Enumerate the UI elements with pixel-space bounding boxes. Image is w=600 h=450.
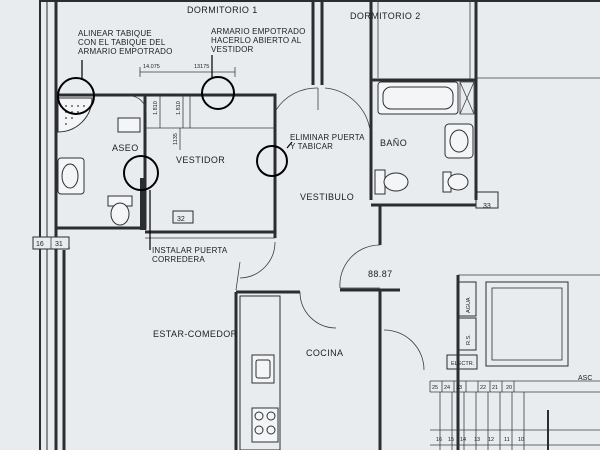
stair-step-14: 14 [460, 437, 466, 443]
aseo-fixtures [57, 97, 141, 226]
room-estar-comedor: ESTAR-COMEDOR [153, 329, 238, 339]
note-armario-line-3: VESTIDOR [211, 45, 254, 54]
stair-step-15: 15 [448, 437, 454, 443]
room-dormitorio-2: DORMITORIO 2 [350, 11, 421, 21]
area-label: 88.87 [368, 269, 393, 279]
bano-walls [371, 77, 600, 207]
note-alinear-line-3: ARMARIO EMPOTRADO [78, 47, 173, 56]
dimension-lines [139, 67, 236, 150]
markers: 32 33 16 31 [32, 203, 491, 250]
note-instalar-line-1: INSTALAR PUERTA [152, 246, 228, 255]
room-agua: AGUA [466, 297, 472, 313]
room-electr: ELECTR. [451, 361, 475, 367]
room-aseo: ASEO [112, 143, 139, 153]
stair-step-22: 22 [480, 385, 486, 391]
room-labels: DORMITORIO 1 DORMITORIO 2 ASEO VESTIDOR … [112, 5, 592, 382]
left-facade [39, 0, 70, 450]
annotation-notes: ALINEAR TABIQUE CON EL TABIQUE DEL ARMAR… [78, 27, 365, 264]
room-cocina: COCINA [306, 348, 343, 358]
dimension-14075: 14.075 [143, 64, 160, 70]
dimension-texts: 14.075 13175 1.810 1.810 1135 88.87 [143, 64, 393, 279]
stair-step-21: 21 [492, 385, 498, 391]
marker-33: 33 [483, 203, 491, 210]
dimension-1135: 1135 [173, 133, 179, 145]
note-eliminar-line-1: ELIMINAR PUERTA [290, 133, 365, 142]
vestibulo-walls [234, 205, 400, 450]
stair-step-12: 12 [488, 437, 494, 443]
room-rs: R.S. [466, 334, 472, 345]
note-eliminar-line-2: Y TABICAR [290, 142, 333, 151]
marker-31: 31 [55, 241, 63, 248]
top-walls [40, 0, 600, 200]
markup-circles [57, 55, 293, 250]
marker-16: 16 [36, 241, 44, 248]
stair-step-24: 24 [444, 385, 450, 391]
dimension-1810-b: 1.810 [176, 101, 182, 115]
note-armario-line-1: ARMARIO EMPOTRADO [211, 27, 306, 36]
note-alinear-line-1: ALINEAR TABIQUE [78, 29, 152, 38]
marker-32: 32 [177, 216, 185, 223]
dimension-13175: 13175 [194, 64, 209, 70]
aseo-vestidor-walls [56, 93, 277, 239]
room-dormitorio-1: DORMITORIO 1 [187, 5, 258, 15]
note-armario-line-2: HACERLO ABIERTO AL [211, 36, 302, 45]
stair-step-20: 20 [506, 385, 512, 391]
doors [129, 87, 425, 371]
stair-numbers: 25 24 23 22 21 20 16 15 14 13 12 11 10 [432, 385, 524, 443]
room-bano: BAÑO [380, 138, 407, 148]
bano-fixtures [374, 81, 499, 209]
kitchen-fixtures [239, 295, 281, 450]
note-alinear-line-2: CON EL TABIQUE DEL [78, 38, 166, 47]
stair-step-10: 10 [518, 437, 524, 443]
stair-step-23: 23 [456, 385, 462, 391]
dimension-1810-a: 1.810 [153, 101, 159, 115]
room-asc: ASC [578, 375, 592, 382]
stair-step-25: 25 [432, 385, 438, 391]
common-area [429, 274, 600, 450]
note-instalar-line-2: CORREDERA [152, 255, 205, 264]
room-vestibulo: VESTIBULO [300, 192, 354, 202]
room-vestidor: VESTIDOR [176, 155, 225, 165]
stair-step-13: 13 [474, 437, 480, 443]
stair-step-16: 16 [436, 437, 442, 443]
stair-step-11: 11 [504, 437, 510, 443]
